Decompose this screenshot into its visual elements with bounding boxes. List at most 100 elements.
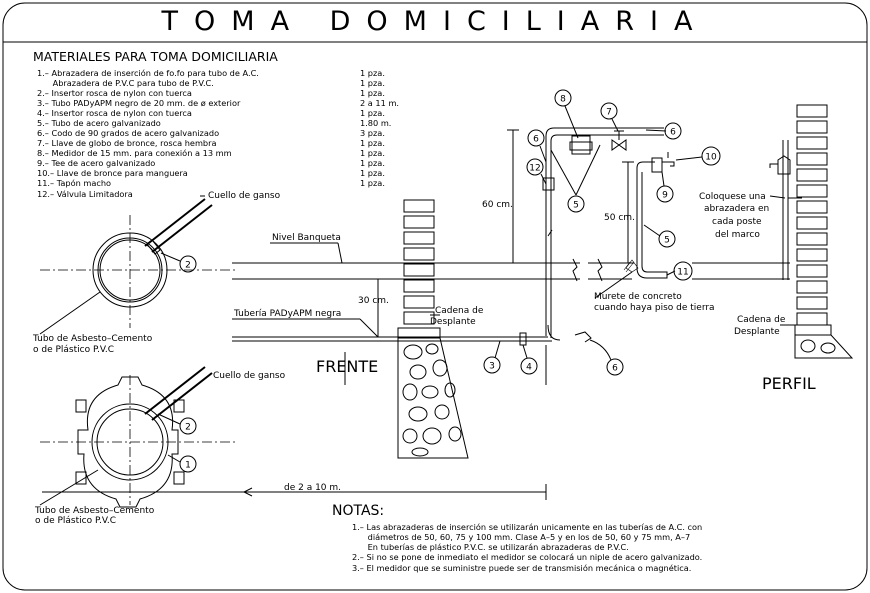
globe-valve xyxy=(611,139,627,151)
callout-circle xyxy=(179,255,197,273)
callout-circle xyxy=(701,146,721,166)
leader xyxy=(550,149,577,196)
notes-heading: NOTAS: xyxy=(332,503,384,519)
material-desc: 2.– Insertor rosca de nylon con tuerca xyxy=(37,88,192,98)
pipe-inner-wall xyxy=(99,239,161,301)
material-qty: 1 pza. xyxy=(360,108,385,118)
leader xyxy=(157,413,181,425)
gooseneck-pipe xyxy=(151,204,213,253)
hose-valve xyxy=(662,161,675,167)
coloquese-label: del marco xyxy=(715,230,760,240)
side-elbow xyxy=(636,161,655,169)
material-qty: 1 pza. xyxy=(360,78,385,88)
elbow-bottom xyxy=(547,324,561,341)
dim-arrow xyxy=(242,487,253,497)
cadena-label: Cadena de xyxy=(435,306,484,316)
break-symbol xyxy=(572,258,578,282)
dim-2a10-label: de 2 a 10 m. xyxy=(284,483,341,493)
callout-circle xyxy=(554,89,572,107)
pipe-inner xyxy=(96,408,164,476)
material-desc: 1.– Abrazadera de inserción de fo.fo par… xyxy=(37,68,259,78)
pvc-clamp xyxy=(77,376,179,508)
callout-number: 10 xyxy=(705,153,717,163)
coloquese-label: cada poste xyxy=(712,217,762,227)
callout-circle xyxy=(664,122,682,140)
brick-wall xyxy=(403,199,435,325)
note-line: En tuberías de plástico P.V.C. se utiliz… xyxy=(352,542,629,552)
cadena-label: Cadena de xyxy=(737,315,786,325)
insertor-fitting xyxy=(146,239,161,255)
break-symbol xyxy=(597,258,603,282)
gooseneck-pipe xyxy=(144,366,206,415)
leader xyxy=(575,144,601,196)
clamp-bolt xyxy=(75,471,87,485)
callout-number: 6 xyxy=(612,364,618,374)
callout-number: 2 xyxy=(185,261,191,271)
callout-circle xyxy=(567,195,585,213)
material-qty: 3 pza. xyxy=(360,128,385,138)
material-desc: 4.– Insertor rosca de nylon con tuerca xyxy=(37,108,192,118)
leader xyxy=(547,229,553,237)
gooseneck-pipe xyxy=(144,198,206,247)
callout-circle xyxy=(656,185,674,203)
leader xyxy=(611,118,619,132)
material-desc: Abrazadera de P.V.C para tubo de P.V.C. xyxy=(37,78,214,88)
end-fitting xyxy=(574,331,592,343)
material-qty: 2 a 11 m. xyxy=(360,98,399,108)
material-desc: 12.– Válvula Limitadora xyxy=(37,189,133,199)
notes-block: NOTAS: 1.– Las abrazaderas de inserción … xyxy=(332,503,702,573)
frente-label: FRENTE xyxy=(316,357,378,376)
murete-label: cuando haya piso de tierra xyxy=(594,303,715,313)
material-qty: 1 pza. xyxy=(360,88,385,98)
callout-circle xyxy=(483,356,501,374)
limiter-valve xyxy=(542,177,555,191)
pipe-inner xyxy=(97,237,163,303)
callout-number: 8 xyxy=(560,95,566,105)
callout-circle xyxy=(520,357,538,375)
tubo-asbesto-label: o de Plástico P.V.C xyxy=(33,345,114,355)
nivel-banqueta-label: Nivel Banqueta xyxy=(272,233,341,243)
note-line: 3.– El medidor que se suministre puede s… xyxy=(352,563,691,573)
leader xyxy=(39,291,101,335)
side-foundation xyxy=(794,334,854,359)
material-qty: 1 pza. xyxy=(360,168,385,178)
material-qty: 1 pza. xyxy=(360,68,385,78)
leader xyxy=(564,105,579,139)
leader xyxy=(661,171,665,187)
tubo-asbesto-label: o de Plástico P.V.C xyxy=(35,516,116,526)
material-qty: 1 pza. xyxy=(360,138,385,148)
foundation-stones xyxy=(402,343,462,457)
clamp-bolt xyxy=(173,471,185,485)
note-line: 2.– Si no se pone de inmediato el medido… xyxy=(352,552,702,562)
insertor-fitting xyxy=(519,332,527,346)
note-line: diámetros de 50, 60, 75 y 100 mm. Clase … xyxy=(352,532,690,542)
side-bottom-elbow xyxy=(636,265,668,279)
callout-circle xyxy=(606,358,624,376)
callout-number: 9 xyxy=(662,191,668,201)
material-desc: 9.– Tee de acero galvanizado xyxy=(37,158,155,168)
front-view: Nivel Banqueta xyxy=(232,89,682,459)
leader xyxy=(160,252,181,262)
coloquese-label: abrazadera en xyxy=(704,204,769,214)
side-cadena xyxy=(794,324,832,336)
callout-number: 7 xyxy=(606,108,612,118)
callout-number: 5 xyxy=(573,201,579,211)
leader xyxy=(589,339,612,361)
tuberia-label: Tubería PADyAPM negra xyxy=(233,309,341,319)
material-desc: 3.– Tubo PADyAPM negro de 20 mm. de ø ex… xyxy=(37,98,241,108)
cuello-ganso-label: Cuello de ganso xyxy=(208,191,281,201)
leader xyxy=(494,340,501,359)
pipe-outer xyxy=(92,232,168,308)
clamp-bolt xyxy=(75,399,87,413)
side-view: 50 cm. 9 10 5 11 Murete de concreto cuan… xyxy=(588,104,854,393)
callout-circle xyxy=(179,455,197,473)
callout-number: 3 xyxy=(489,362,495,372)
dim-50-label: 50 cm. xyxy=(604,213,635,223)
leader xyxy=(540,173,547,185)
leader xyxy=(675,156,703,161)
tubo-asbesto-label: Tubo de Asbesto–Cemento xyxy=(34,506,155,516)
material-desc: 6.– Codo de 90 grados de acero galvaniza… xyxy=(37,128,219,138)
callout-circle xyxy=(658,230,676,248)
